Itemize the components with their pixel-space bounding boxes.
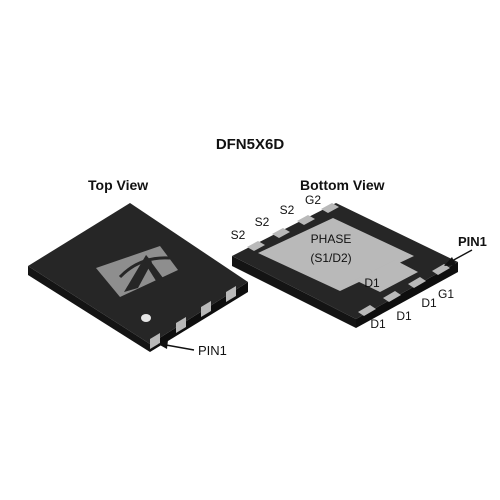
top-view-front-pins xyxy=(150,286,236,349)
pin-label-g1: G1 xyxy=(438,287,454,301)
pin-label-d1: D1 xyxy=(396,309,412,323)
top-view-package xyxy=(28,203,248,352)
d1-pad-label: D1 xyxy=(364,276,380,290)
top-view-pin xyxy=(150,333,160,349)
bottom-view-title: Bottom View xyxy=(300,177,385,193)
pin-label-s2: S2 xyxy=(231,228,246,242)
top-view-pin xyxy=(176,317,186,333)
bottom-view-front-pins xyxy=(358,264,450,316)
bottom-pin1-arrowhead xyxy=(444,257,456,266)
bottom-pin-d1 xyxy=(358,305,376,316)
top-pin1-arrowhead xyxy=(158,340,168,349)
bottom-view-side-front xyxy=(232,256,356,328)
bottom-view-package xyxy=(232,203,458,328)
bottom-pin-s2 xyxy=(297,215,315,225)
top-view-title: Top View xyxy=(88,177,149,193)
bottom-pin-d1 xyxy=(383,291,401,302)
pin-label-s2: S2 xyxy=(255,215,270,229)
pin-label-d1: D1 xyxy=(421,296,437,310)
package-title: DFN5X6D xyxy=(215,136,285,153)
manufacturer-logo xyxy=(96,246,178,297)
bottom-pin-d1 xyxy=(408,277,426,288)
bottom-pin-s2 xyxy=(247,241,265,251)
pin-label-d1: D1 xyxy=(370,317,386,331)
top-pin1-label: PIN1 xyxy=(198,343,227,358)
bottom-pin-g1 xyxy=(432,264,450,275)
bottom-pin1-arrow-line xyxy=(449,249,473,263)
bottom-view-side-right xyxy=(356,262,458,328)
bottom-pin1-label: PIN1 xyxy=(458,234,487,249)
top-view-pin xyxy=(226,286,236,302)
pin1-dot xyxy=(141,314,151,322)
top-view-side-front xyxy=(28,266,150,352)
pin-label-g2: G2 xyxy=(305,193,321,207)
bottom-pin-s2 xyxy=(272,228,290,238)
phase-pad-label-line1: PHASE xyxy=(311,232,352,246)
bottom-view-top-pins xyxy=(247,203,339,251)
top-view-pin xyxy=(201,301,211,317)
bottom-pin-g2 xyxy=(321,203,339,213)
phase-pad-label-line2: (S1/D2) xyxy=(310,251,351,265)
top-pin1-arrow-line xyxy=(165,344,195,351)
pin-label-s2: S2 xyxy=(280,203,295,217)
d1-pad xyxy=(355,260,418,292)
top-view-side-right xyxy=(150,282,248,352)
